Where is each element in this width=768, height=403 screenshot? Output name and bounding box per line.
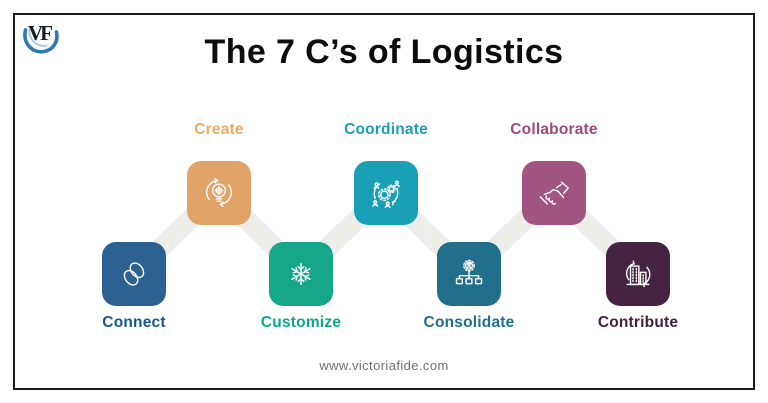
chain-links-icon	[123, 262, 145, 286]
contribute-card	[606, 242, 670, 306]
gears-team-icon	[372, 180, 400, 209]
customize-label: Customize	[260, 314, 342, 331]
coordinate-label: Coordinate	[344, 121, 428, 138]
collaborate-card	[522, 161, 586, 225]
create-label: Create	[194, 121, 244, 138]
customize-card	[269, 242, 333, 306]
connect-card	[102, 242, 166, 306]
page-title: The 7 C’s of Logistics	[204, 33, 564, 71]
connect-label: Connect	[102, 314, 166, 331]
consolidate-label: Consolidate	[423, 314, 515, 331]
vf-logo-icon: VF	[23, 21, 59, 54]
snowflake-icon	[289, 262, 313, 286]
collaborate-label: Collaborate	[510, 121, 598, 138]
website-url: www.victoriafide.com	[319, 358, 449, 373]
company-logo: VF	[18, 14, 62, 58]
hierarchy-icon	[455, 259, 483, 285]
create-card	[187, 161, 251, 225]
consolidate-card	[437, 242, 501, 306]
logo-monogram: VF	[28, 21, 52, 45]
city-cycle-icon	[625, 260, 651, 288]
handshake-icon	[539, 181, 569, 205]
coordinate-card	[354, 161, 418, 225]
contribute-label: Contribute	[597, 314, 679, 331]
lightbulb-gear-icon	[205, 177, 233, 208]
